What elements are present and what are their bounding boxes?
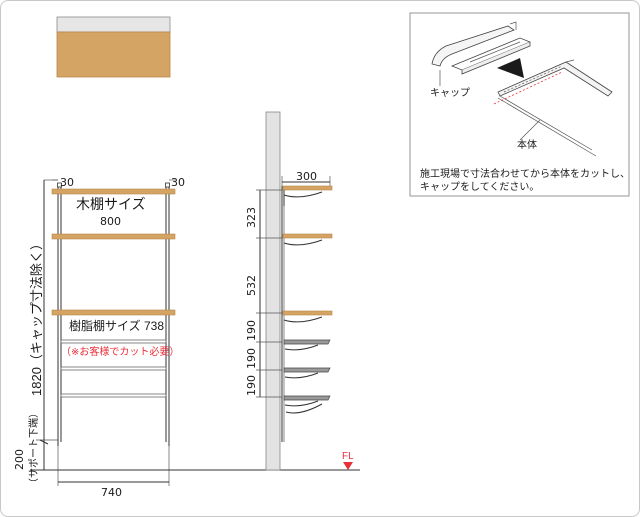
floor-label: FL bbox=[342, 451, 354, 462]
width-label: 740 bbox=[101, 486, 122, 499]
right-margin-label: 30 bbox=[171, 176, 185, 189]
front-view bbox=[30, 179, 360, 486]
wood-shelf-size: 800 bbox=[100, 215, 121, 228]
support-note: （サポート下端） bbox=[27, 408, 40, 488]
support-label: 200 bbox=[13, 449, 26, 470]
inset-note-line2: キャップをしてください。 bbox=[420, 181, 539, 193]
cut-note: （※お客様でカット必要） bbox=[61, 345, 179, 358]
height-label: 1820（キャップ寸法除く） bbox=[29, 237, 44, 396]
spacing-3: 190 bbox=[245, 320, 258, 341]
spacing-4: 190 bbox=[245, 348, 258, 369]
spacing-1: 323 bbox=[245, 207, 258, 228]
resin-shelf-label: 樹脂棚サイズ 738 bbox=[69, 318, 164, 333]
spacing-2: 532 bbox=[245, 275, 258, 296]
wood-sample bbox=[56, 16, 171, 78]
body-label: 本体 bbox=[517, 138, 537, 151]
side-view bbox=[256, 111, 353, 471]
inset-box bbox=[409, 12, 630, 197]
depth-label: 300 bbox=[296, 170, 317, 183]
cap-label: キャップ bbox=[430, 87, 470, 99]
wood-shelf-label: 木棚サイズ bbox=[76, 196, 146, 212]
left-margin-label: 30 bbox=[60, 176, 74, 189]
inset-note-line1: 施工現場で寸法合わせてから本体をカットし、 bbox=[420, 167, 630, 180]
spacing-5: 190 bbox=[245, 375, 258, 396]
